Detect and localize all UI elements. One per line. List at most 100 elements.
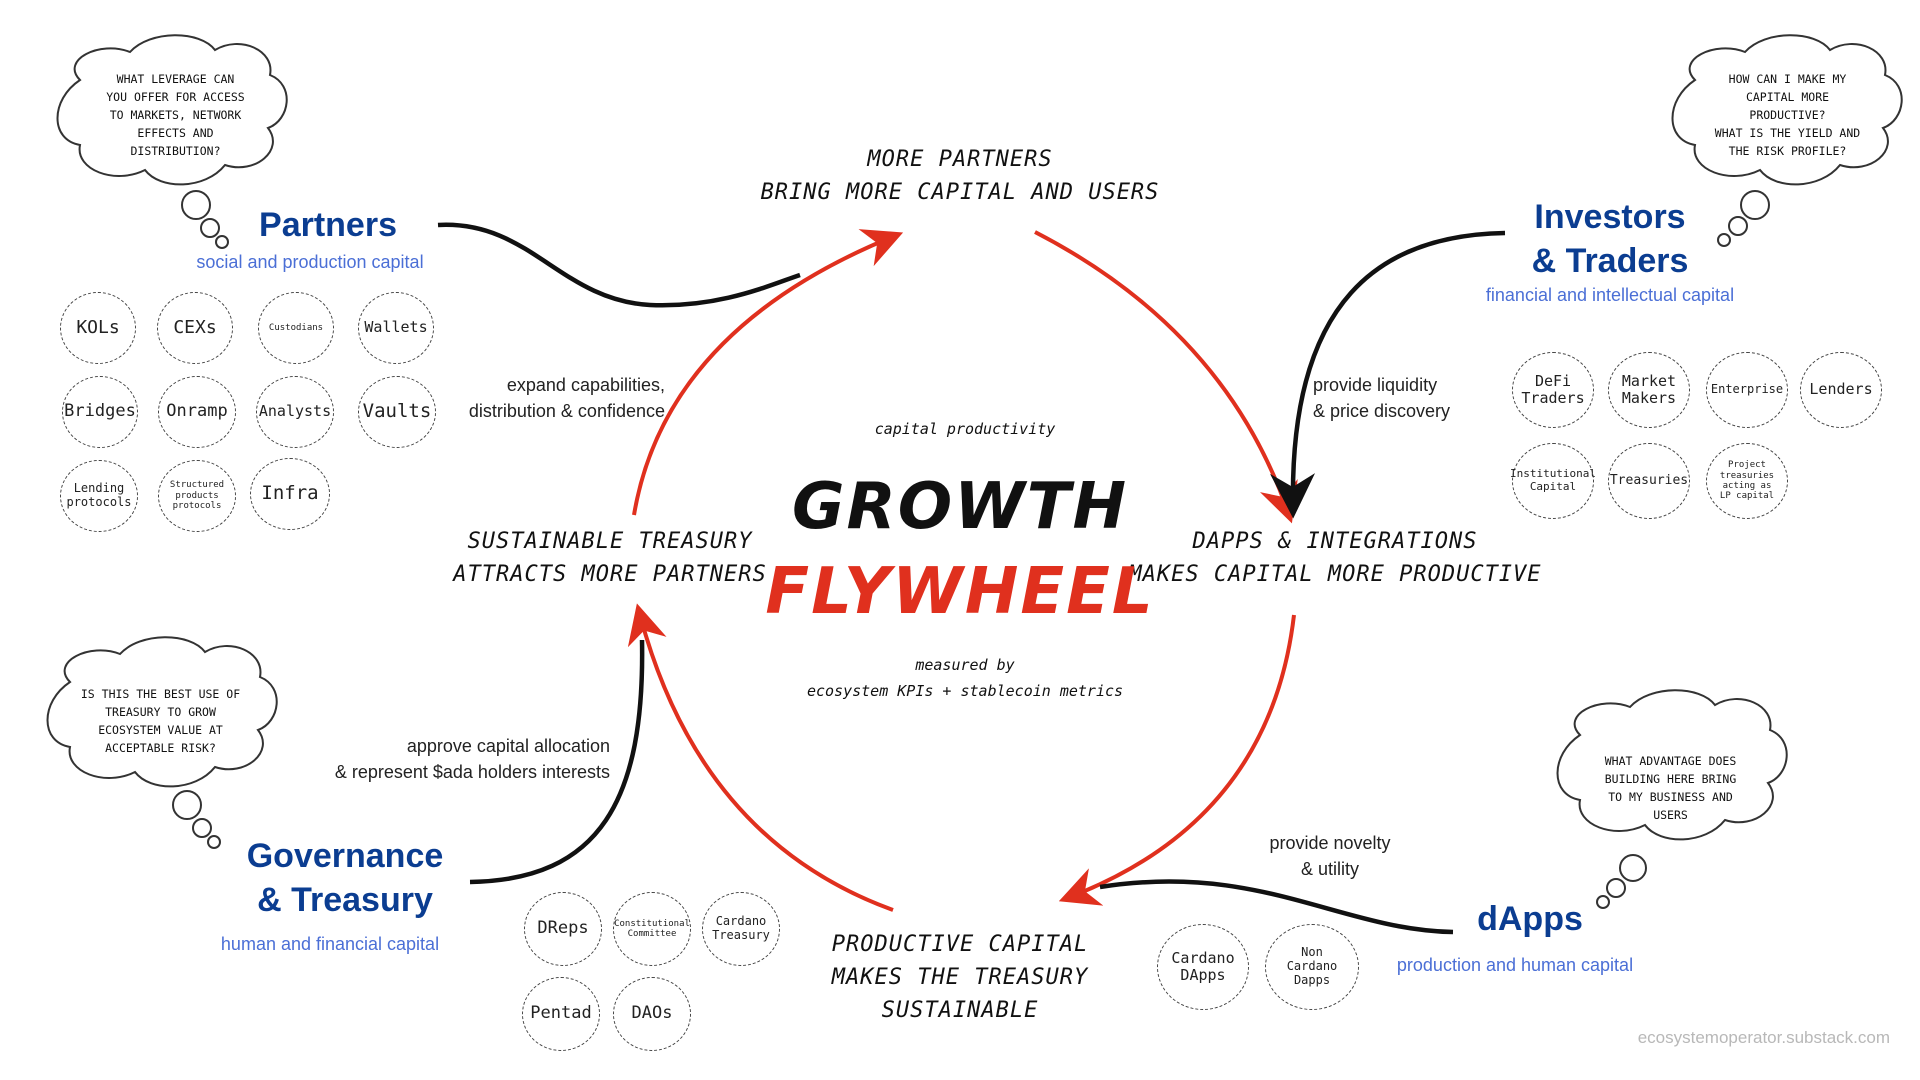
flow-line: distribution & confidence [468, 401, 665, 421]
stage-line: DAPPS & INTEGRATIONS [1192, 529, 1478, 554]
member-bubble: Onramp [158, 376, 236, 448]
question-dapps: WHAT ADVANTAGE DOES BUILDING HERE BRING … [1578, 752, 1763, 824]
center-title-growth: GROWTH [791, 470, 1129, 544]
question-partners: WHAT LEVERAGE CAN YOU OFFER FOR ACCESS T… [88, 70, 263, 160]
actor-partners-subtitle: social and production capital [196, 252, 424, 272]
cloud-investors [1671, 34, 1903, 247]
connector-investors [1270, 230, 1506, 519]
cycle-arrow-left-top [632, 229, 904, 516]
member-bubble: Wallets [358, 292, 434, 364]
member-bubble: CEXs [157, 292, 233, 364]
stage-right: DAPPS & INTEGRATIONS MAKES CAPITAL MORE … [1125, 525, 1545, 591]
member-bubble: Market Makers [1608, 352, 1690, 428]
question-line: WHAT IS THE YIELD AND [1714, 126, 1861, 140]
actor-title-line: Investors [1534, 198, 1686, 236]
center-bottom-caption: measured by ecosystem KPIs + stablecoin … [770, 652, 1160, 704]
question-line: TREASURY TO GROW [105, 705, 216, 719]
stage-top: MORE PARTNERS BRING MORE CAPITAL AND USE… [740, 143, 1180, 209]
member-bubble: DReps [524, 892, 602, 966]
stage-line: MAKES CAPITAL MORE PRODUCTIVE [1128, 562, 1542, 587]
connector-governance [469, 639, 645, 885]
flow-line: expand capabilities, [506, 375, 665, 395]
member-bubble: Cardano DApps [1157, 924, 1249, 1010]
question-line: TO MY BUSINESS AND [1608, 790, 1733, 804]
actor-dapps-title: dApps [1477, 900, 1583, 938]
question-line: ECOSYSTEM VALUE AT [98, 723, 223, 737]
member-bubble: Project treasuries acting as LP capital [1706, 443, 1788, 519]
member-bubble: Pentad [522, 977, 600, 1051]
stage-line: PRODUCTIVE CAPITAL [831, 932, 1089, 957]
center-top-caption: capital productivity [874, 420, 1056, 438]
member-bubble: Lending protocols [60, 460, 138, 532]
question-line: WHAT LEVERAGE CAN [116, 72, 235, 86]
stage-line: MAKES THE TREASURY [831, 965, 1089, 990]
question-line: YOU OFFER FOR ACCESS [106, 90, 245, 104]
flow-line: provide liquidity [1313, 375, 1438, 395]
actor-partners-title: Partners [259, 206, 397, 244]
question-line: ACCEPTABLE RISK? [105, 741, 216, 755]
actor-investors-subtitle: financial and intellectual capital [1485, 285, 1735, 305]
member-bubble: Vaults [358, 376, 436, 448]
cycle-arrow-top-right [1034, 230, 1298, 524]
stage-line: SUSTAINABLE TREASURY [467, 529, 753, 554]
member-bubble: Enterprise [1706, 352, 1788, 428]
member-bubble: Cardano Treasury [702, 892, 780, 966]
question-line: TO MARKETS, NETWORK [109, 108, 242, 122]
question-line: USERS [1653, 808, 1688, 822]
caption-line: measured by [915, 656, 1015, 674]
member-bubble: Non Cardano Dapps [1265, 924, 1359, 1010]
question-line: WHAT ADVANTAGE DOES [1604, 754, 1737, 768]
member-bubble: Infra [250, 458, 330, 530]
member-bubble: Treasuries [1608, 443, 1690, 519]
actor-governance-subtitle: human and financial capital [220, 934, 440, 954]
cloud-dapps [1556, 689, 1788, 909]
question-investors: HOW CAN I MAKE MY CAPITAL MORE PRODUCTIV… [1700, 70, 1875, 160]
member-bubble: DeFi Traders [1512, 352, 1594, 428]
question-line: PRODUCTIVE? [1749, 108, 1826, 122]
center-title-flywheel: FLYWHEEL [765, 555, 1155, 629]
connector-partners [437, 222, 801, 308]
flow-partners: expand capabilities, distribution & conf… [415, 372, 665, 424]
flow-line: & represent $ada holders interests [334, 762, 610, 782]
flow-line: & utility [1300, 859, 1360, 879]
member-bubble: Bridges [62, 376, 138, 448]
member-bubble: Lenders [1800, 352, 1882, 428]
stage-left: SUSTAINABLE TREASURY ATTRACTS MORE PARTN… [440, 525, 780, 591]
flow-governance: approve capital allocation & represent $… [265, 733, 610, 785]
member-bubble: KOLs [60, 292, 136, 364]
question-line: DISTRIBUTION? [130, 144, 221, 158]
flow-line: provide novelty [1269, 833, 1391, 853]
question-line: HOW CAN I MAKE MY [1728, 72, 1847, 86]
flow-line: & price discovery [1313, 401, 1451, 421]
actor-title-line: & Traders [1531, 242, 1689, 280]
member-bubble: Custodians [258, 292, 334, 364]
cloud-governance [46, 636, 278, 849]
question-line: BUILDING HERE BRING [1604, 772, 1737, 786]
question-governance: IS THIS THE BEST USE OF TREASURY TO GROW… [68, 685, 253, 757]
actor-title-line: & Treasury [257, 881, 433, 919]
flow-line: approve capital allocation [406, 736, 610, 756]
stage-line: SUSTAINABLE [881, 998, 1039, 1023]
question-line: EFFECTS AND [137, 126, 214, 140]
flow-investors: provide liquidity & price discovery [1313, 372, 1513, 424]
question-line: CAPITAL MORE [1745, 90, 1830, 104]
caption-line: ecosystem KPIs + stablecoin metrics [806, 682, 1124, 700]
question-line: IS THIS THE BEST USE OF [80, 687, 241, 701]
flow-dapps: provide novelty & utility [1230, 830, 1430, 882]
member-bubble: Constitutional Committee [613, 892, 691, 966]
stage-line: MORE PARTNERS [867, 147, 1053, 172]
member-bubble: Analysts [256, 376, 334, 448]
cloud-partners [56, 34, 288, 249]
question-line: THE RISK PROFILE? [1728, 144, 1847, 158]
actor-dapps-subtitle: production and human capital [1396, 955, 1634, 975]
cycle-arrow-right-bottom [1058, 614, 1296, 906]
cycle-arrow-bottom-left [627, 603, 894, 912]
stage-line: ATTRACTS MORE PARTNERS [453, 562, 767, 587]
actor-title-line: Governance [246, 837, 444, 875]
actor-investors-title: Investors & Traders [1500, 195, 1720, 283]
source-credit: ecosystemoperator.substack.com [1637, 1028, 1890, 1047]
stage-line: BRING MORE CAPITAL AND USERS [760, 180, 1160, 205]
connector-dapps [1099, 879, 1454, 935]
